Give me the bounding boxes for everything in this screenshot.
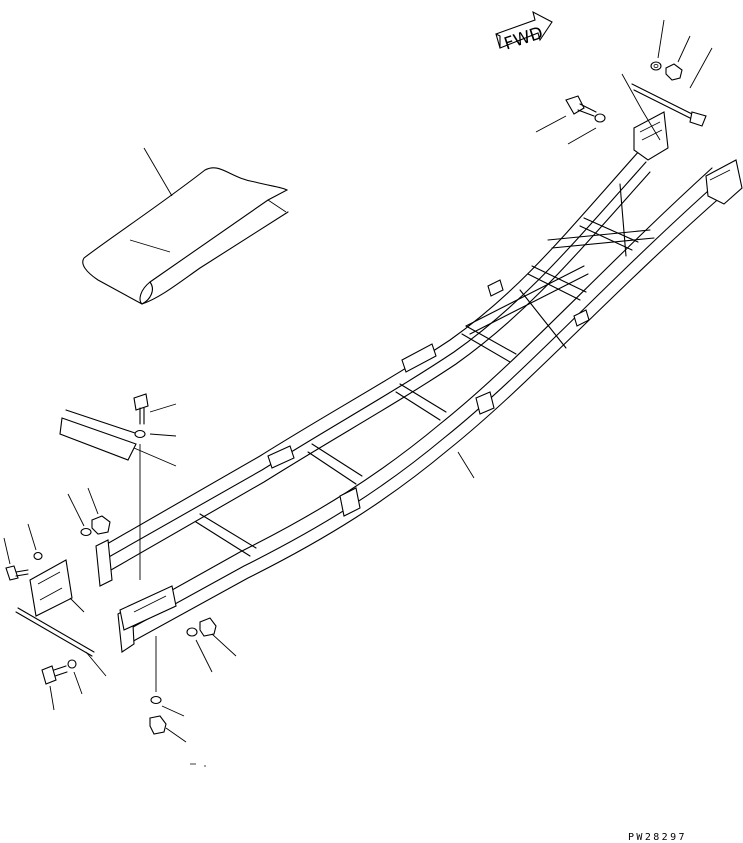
leader-lines — [3, 19, 713, 767]
angle-guard — [59, 409, 145, 461]
washer-left-bottom — [67, 659, 77, 669]
bolt-left-top — [133, 393, 149, 425]
tie-rod — [621, 73, 707, 141]
conveyor-belt — [82, 167, 289, 305]
washer-left — [80, 527, 92, 537]
take-up-plate — [29, 559, 73, 617]
bolt-left-bottom — [41, 665, 68, 685]
threaded-rod — [15, 607, 95, 657]
conveyor-frame — [95, 111, 743, 653]
nut-top — [665, 63, 683, 81]
nut-bottom — [149, 715, 167, 735]
fwd-label: FWD — [502, 23, 546, 54]
washer-right-bottom — [186, 627, 198, 637]
drawing-code: PW28297 — [628, 832, 687, 843]
bolt-left-mid — [5, 565, 29, 581]
washer-left-top — [134, 429, 146, 439]
washer-bottom — [150, 695, 162, 705]
nut-right-bottom — [199, 617, 217, 637]
bolt-top — [565, 95, 597, 117]
nut-left — [91, 515, 111, 535]
washer-top-2 — [594, 113, 606, 123]
fwd-arrow: FWD — [495, 10, 553, 54]
washer-left-mid — [33, 551, 43, 561]
washer-top — [650, 61, 662, 71]
